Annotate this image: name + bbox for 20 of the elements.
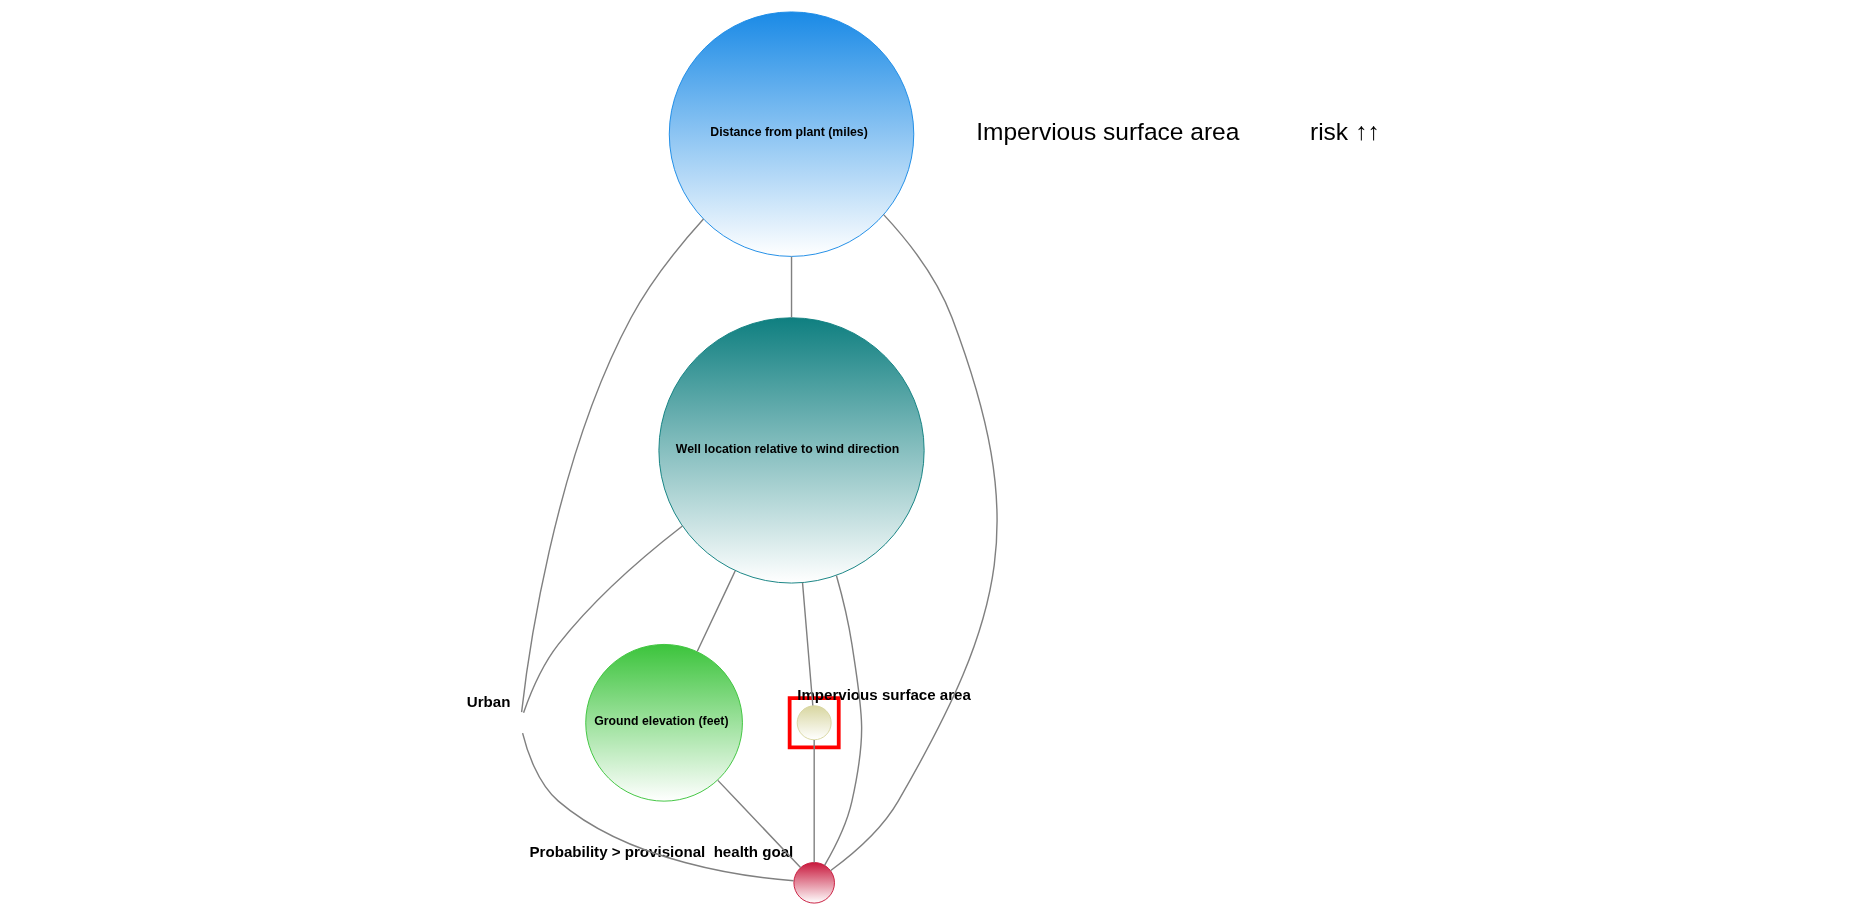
connector — [717, 779, 802, 869]
label: Impervious surface area — [976, 118, 1240, 146]
connector — [696, 570, 736, 653]
node-circle: Well location relative to wind direction — [658, 317, 925, 584]
connector — [522, 525, 684, 714]
node-circle: Distance from plant (miles) — [668, 11, 915, 257]
node-circle — [793, 862, 835, 904]
node-text: Urban — [466, 692, 511, 710]
node-label: Probability > provisional health goal — [529, 842, 794, 860]
connector — [521, 732, 795, 882]
connector — [790, 255, 793, 319]
node-circle — [796, 705, 832, 741]
connector — [813, 739, 815, 864]
node-label: Impervious surface area — [797, 685, 971, 703]
connector — [801, 581, 814, 707]
connector — [830, 213, 998, 872]
connector — [823, 574, 863, 866]
node-circle: Ground elevation (feet) — [585, 643, 743, 802]
label: risk ↑↑ — [1309, 118, 1380, 146]
connector — [520, 218, 705, 713]
